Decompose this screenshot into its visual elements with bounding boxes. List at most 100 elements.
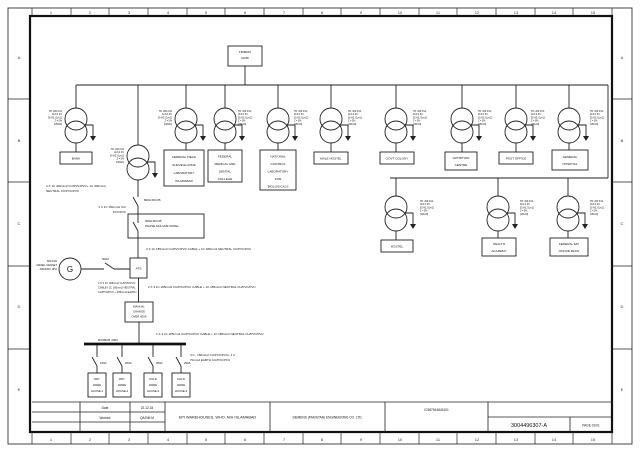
svg-text:5: 5 (205, 437, 208, 442)
svg-text:D: D (18, 304, 21, 309)
svg-text:2: 2 (89, 10, 92, 15)
svg-text:C: C (18, 221, 21, 226)
load-box (380, 239, 414, 253)
svg-text:A: A (18, 55, 21, 60)
load-box (207, 149, 243, 183)
gen-breaker-label: 600A (102, 257, 109, 261)
svg-text:3: 3 (128, 437, 131, 442)
svg-text:9: 9 (360, 437, 363, 442)
hv-busbar-2 (390, 85, 609, 179)
phase-failure-panel-box (127, 213, 205, 239)
load-box (313, 151, 349, 165)
gen-breaker-switch-icon (81, 262, 130, 270)
transformer-icon (486, 195, 519, 232)
load-box (171, 372, 191, 398)
svg-text:12: 12 (475, 437, 480, 442)
zone-rows-left: A B C D E (18, 55, 21, 392)
transformer-icon (384, 107, 417, 144)
mccb-800a-label: 800A MCCB (144, 198, 161, 202)
svg-text:10: 10 (398, 10, 403, 15)
svg-text:13: 13 (514, 10, 519, 15)
transformer-icon (126, 144, 159, 181)
load-label: POST OFFICE (506, 157, 527, 161)
zone-columns-top: 1 2 3 4 5 6 7 8 9 10 11 12 13 14 15 (50, 10, 596, 15)
company-name: SIEMENS (PAKISTAN) ENGINEERING CO. LTD. (293, 416, 363, 420)
load-box (379, 151, 415, 165)
document-id: IC987944843191 (424, 408, 449, 412)
date-label: Date (102, 406, 109, 410)
ats-label: ATS (136, 267, 142, 271)
load-box (444, 151, 478, 171)
cable-note: 2 X 3 1C 185mm2 CU/PVC/PVC CABLE + 1C 18… (148, 285, 257, 289)
load-label: GOVT COLONY (386, 157, 409, 161)
load-box (549, 237, 589, 257)
cable-note: 3 X 1C 185mm2 CU/PVC/PVC CABLE + 1C 185m… (146, 247, 252, 251)
load-box (59, 151, 93, 165)
svg-text:13: 13 (514, 437, 519, 442)
load-box (259, 149, 297, 191)
transformer-icon (556, 195, 589, 232)
feeder-switch-icon (175, 345, 182, 373)
svg-text:2: 2 (89, 437, 92, 442)
project-title: EPI WAREHOUSES, WHO, NIH ISLAMABAD (179, 416, 257, 420)
transformer-icon (557, 107, 590, 144)
load-box (143, 372, 163, 398)
zone-columns-bottom: 1 2 3 4 5 6 7 8 9 10 11 12 13 14 15 (50, 437, 596, 442)
load-box (481, 237, 517, 257)
transformer-icon (64, 107, 97, 144)
svg-text:5: 5 (205, 10, 208, 15)
page-number: PAGE 01/01 (582, 424, 600, 428)
load-box (551, 149, 589, 171)
feeder-switch-icon (116, 345, 123, 373)
load-label: MALE HOSTEL (320, 157, 342, 161)
transformer-icon (319, 107, 352, 144)
feeder-rating: 250A (184, 361, 191, 365)
feeder-rating: 250A (156, 361, 163, 365)
generator-letter: G (67, 265, 73, 274)
load-box (498, 151, 534, 165)
zone-rows-right: A B C D E (621, 55, 624, 392)
svg-text:7: 7 (283, 437, 286, 442)
worked-value: QASIM M (140, 416, 154, 420)
svg-text:1: 1 (50, 437, 53, 442)
svg-text:6: 6 (244, 10, 247, 15)
load-label: HOSTEL (391, 245, 404, 249)
load-label: BANK (72, 157, 81, 161)
svg-text:D: D (621, 304, 624, 309)
svg-text:9: 9 (360, 10, 363, 15)
svg-text:4: 4 (167, 10, 170, 15)
